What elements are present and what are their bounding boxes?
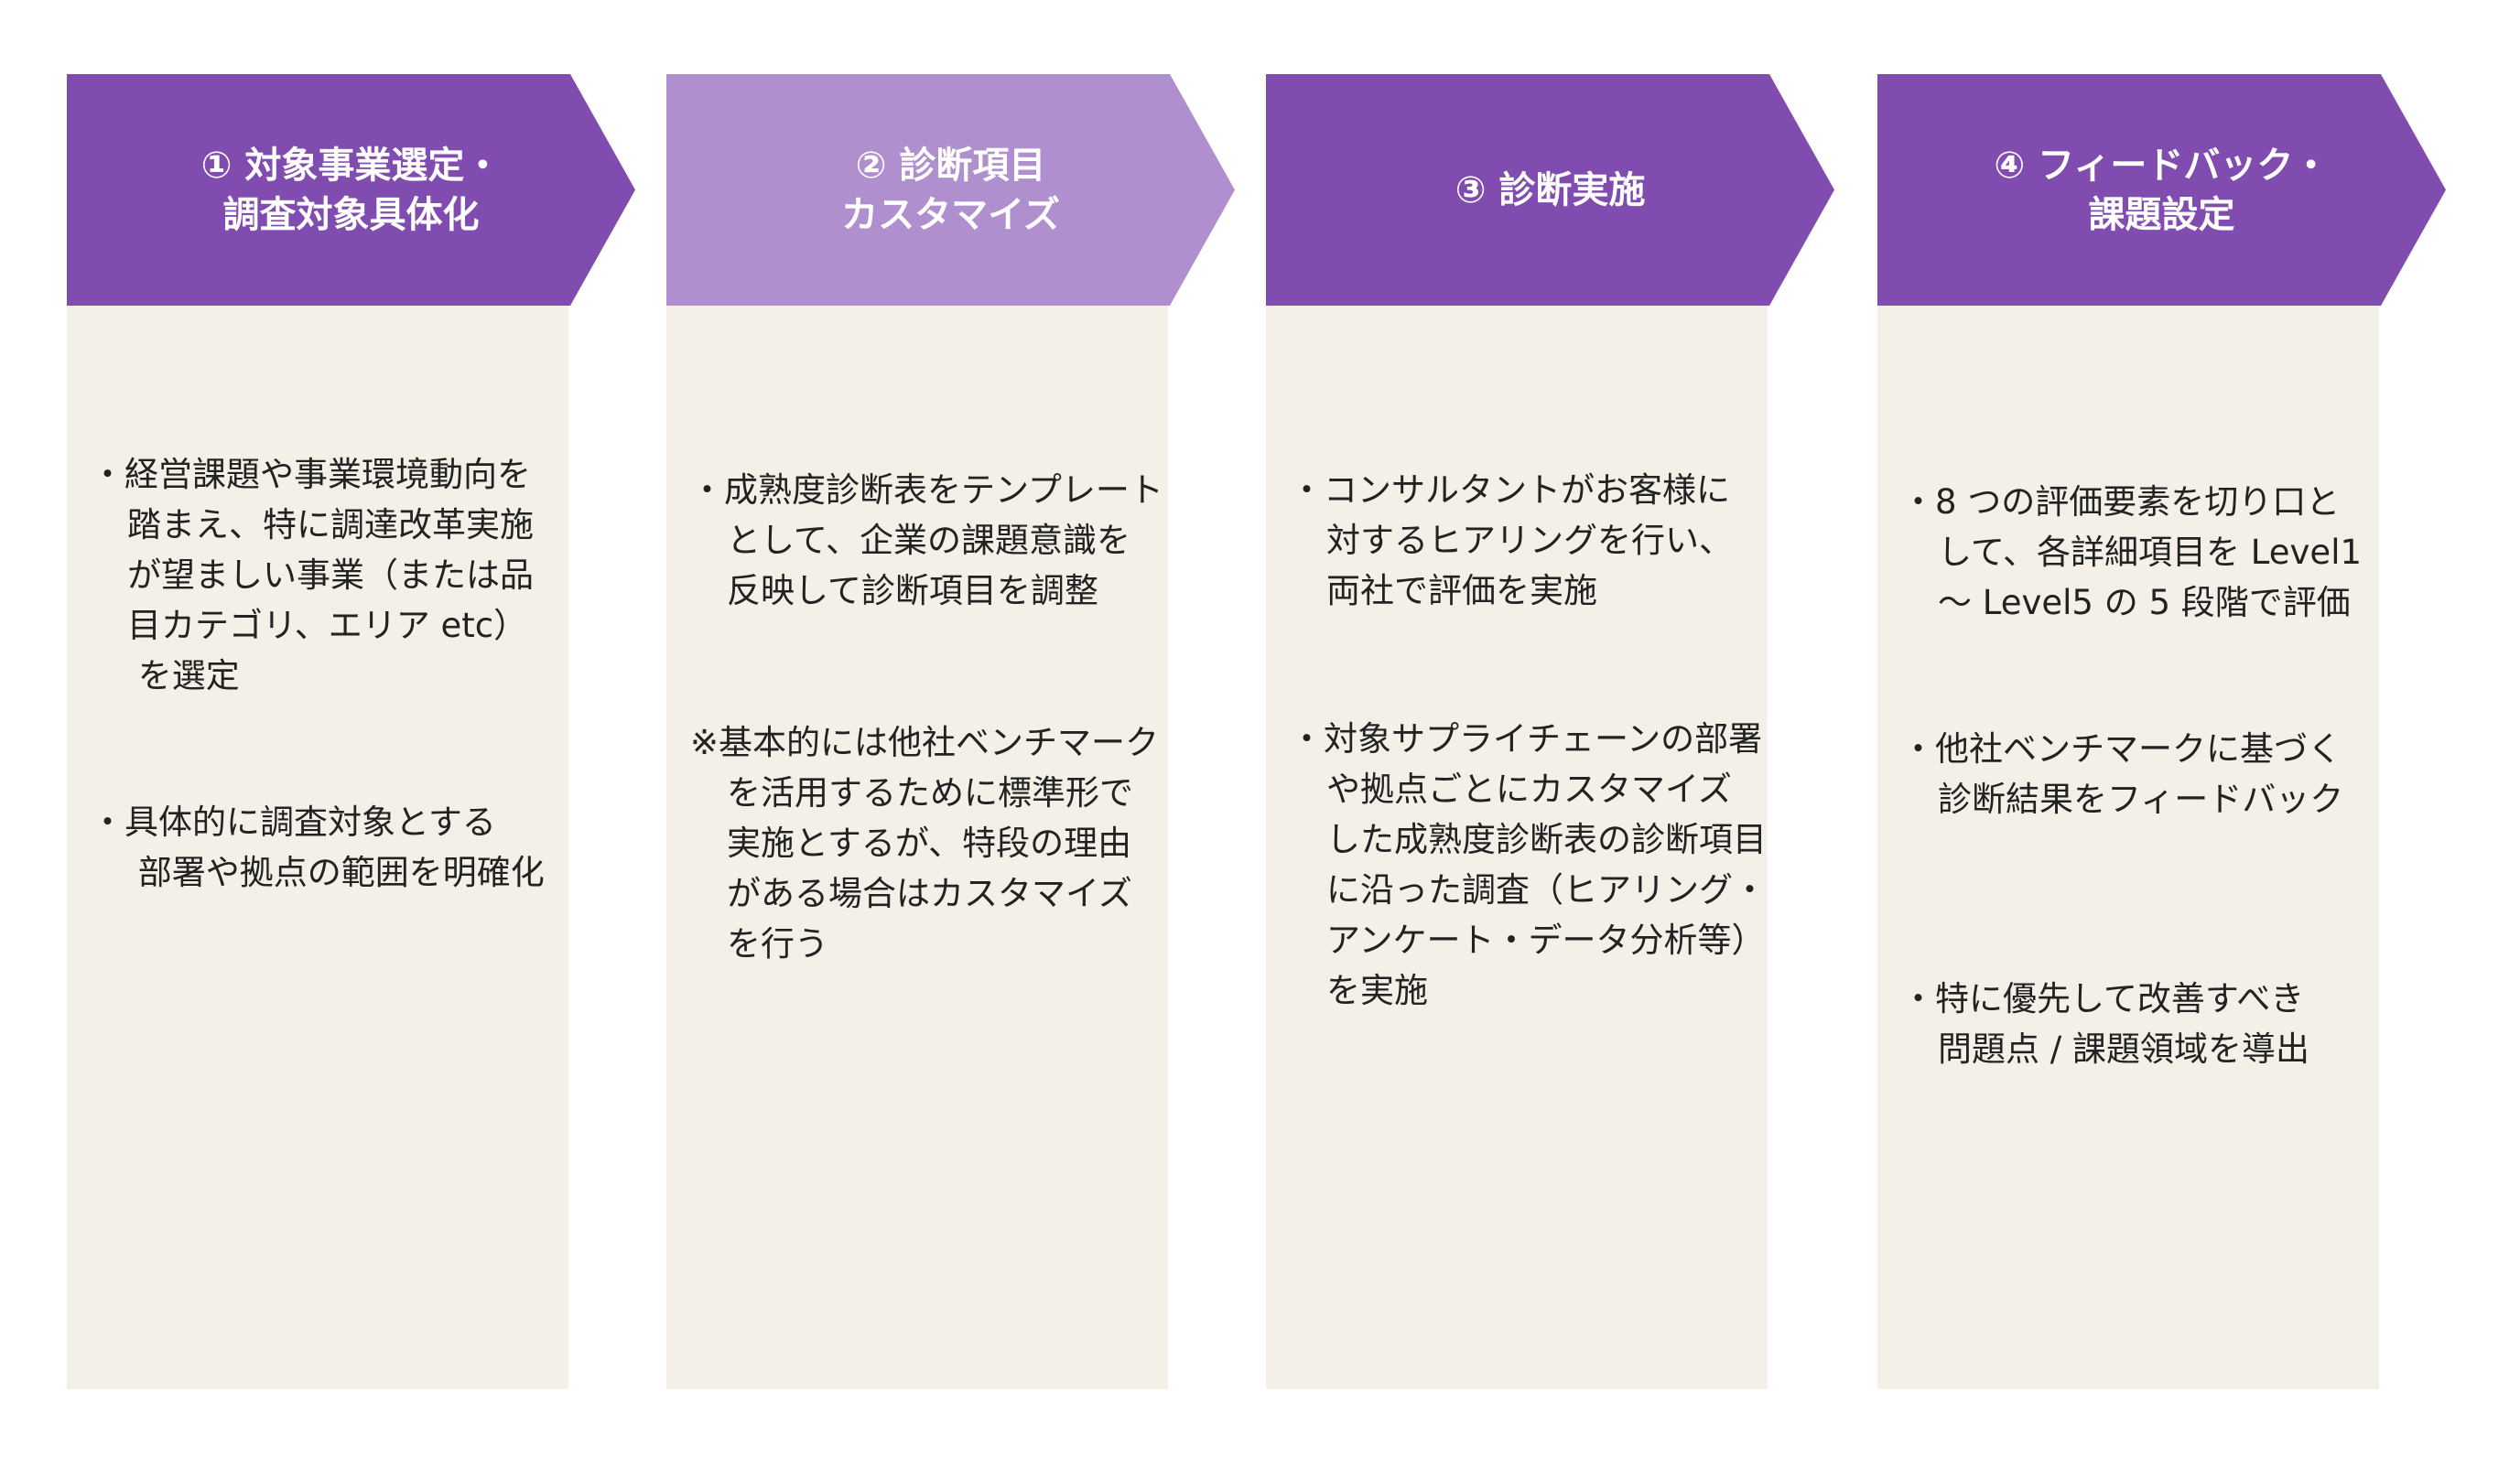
bullet-item: ・具体的に調査対象とする 部署や拠点の範囲を明確化	[91, 797, 545, 898]
bullet-text-line: ・他社ベンチマークに基づく	[1901, 729, 2342, 769]
step-title-line: ② 診断項目	[855, 144, 1046, 187]
bullet-text-line: した成熟度診断表の診断項目	[1326, 820, 1767, 859]
bullet-item: ・コンサルタントがお客様に対するヒアリングを行い、両社で評価を実施	[1290, 465, 1733, 616]
bullet-text-line: ・経営課題や事業環境動向を	[91, 455, 531, 494]
step-title: ④ フィードバック・課題設定	[1877, 74, 2446, 306]
step-header-arrow: ③ 診断実施	[1266, 74, 1834, 306]
step-title-line: ③ 診断実施	[1455, 168, 1646, 211]
bullet-item: ・他社ベンチマークに基づく診断結果をフィードバック	[1901, 724, 2343, 824]
bullet-text-line: ・8 つの評価要素を切り口と	[1901, 482, 2341, 522]
step-detail-panel: ・コンサルタントがお客様に対するヒアリングを行い、両社で評価を実施・対象サプライ…	[1266, 306, 1768, 1389]
bullet-text-line: ・成熟度診断表をテンプレート	[690, 470, 1163, 510]
bullet-text-line: 踏まえ、特に調達改革実施	[127, 505, 534, 544]
bullet-text-line: を選定	[127, 656, 240, 695]
bullet-text-line: がある場合はカスタマイズ	[727, 874, 1132, 913]
bullet-item: ※基本的には他社ベンチマークを活用するために標準形で実施とするが、特段の理由があ…	[690, 717, 1159, 969]
bullet-item: ・成熟度診断表をテンプレートとして、企業の課題意識を反映して診断項目を調整	[690, 465, 1163, 616]
bullet-item: ・対象サプライチェーンの部署や拠点ごとにカスタマイズした成熟度診断表の診断項目に…	[1290, 714, 1767, 1016]
step-header-arrow: ④ フィードバック・課題設定	[1877, 74, 2446, 306]
chevron-arrow-shape	[666, 74, 1235, 306]
step-title-line: 調査対象具体化	[222, 193, 480, 236]
bullet-text-line: アンケート・データ分析等）	[1326, 921, 1766, 960]
step-header-arrow: ① 対象事業選定・調査対象具体化	[67, 74, 635, 306]
bullet-text-line: に沿った調査（ヒアリング・	[1326, 870, 1767, 910]
bullet-text-line: 反映して診断項目を調整	[727, 571, 1098, 610]
step-detail-panel: ・経営課題や事業環境動向を踏まえ、特に調達改革実施が望ましい事業（または品目カテ…	[67, 306, 568, 1389]
bullet-item: ・経営課題や事業環境動向を踏まえ、特に調達改革実施が望ましい事業（または品目カテ…	[91, 449, 534, 701]
bullet-text-line: ～ Level5 の 5 段階で評価	[1938, 583, 2351, 622]
bullet-text-line: ・コンサルタントがお客様に	[1290, 470, 1730, 510]
step-title-line: ④ フィードバック・	[1994, 144, 2330, 187]
bullet-text-line: して、各詳細項目を Level1	[1938, 533, 2363, 572]
bullet-text-line: 両社で評価を実施	[1326, 571, 1597, 610]
step-detail-panel: ・8 つの評価要素を切り口として、各詳細項目を Level1 ～ Level5 の…	[1877, 306, 2379, 1389]
bullet-item: ・8 つの評価要素を切り口として、各詳細項目を Level1 ～ Level5 の…	[1901, 477, 2362, 628]
chevron-arrow-shape	[67, 74, 635, 306]
bullet-text-line: 部署や拠点の範囲を明確化	[127, 853, 545, 892]
bullet-text-line: として、企業の課題意識を	[727, 521, 1131, 560]
bullet-text-line: 問題点 / 課題領域を導出	[1938, 1029, 2309, 1069]
step-title-line: ① 対象事業選定・	[200, 144, 502, 187]
bullet-item: ・特に優先して改善すべき問題点 / 課題領域を導出	[1901, 974, 2309, 1074]
chevron-arrow-shape	[1266, 74, 1834, 306]
bullet-text-line: を活用するために標準形で	[727, 773, 1133, 813]
bullet-text-line: ・具体的に調査対象とする	[91, 803, 496, 842]
step-title-line: 課題設定	[2088, 193, 2235, 236]
bullet-text-line: 対するヒアリングを行い、	[1326, 521, 1733, 560]
bullet-text-line: が望ましい事業（または品	[127, 555, 534, 595]
chevron-arrow-shape	[1877, 74, 2446, 306]
bullet-text-line: を行う	[727, 924, 828, 964]
bullet-text-line: を実施	[1326, 971, 1428, 1010]
step-title: ③ 診断実施	[1266, 74, 1834, 306]
step-header-arrow: ② 診断項目カスタマイズ	[666, 74, 1235, 306]
step-detail-panel: ・成熟度診断表をテンプレートとして、企業の課題意識を反映して診断項目を調整 ※基本…	[666, 306, 1168, 1389]
bullet-text-line: ・対象サプライチェーンの部署	[1290, 719, 1763, 759]
bullet-text-line: や拠点ごとにカスタマイズ	[1326, 770, 1732, 809]
bullet-text-line: 実施とするが、特段の理由	[727, 824, 1132, 863]
step-title-line: カスタマイズ	[841, 193, 1060, 236]
bullet-text-line: 目カテゴリ、エリア etc）	[127, 606, 528, 645]
bullet-text-line: 診断結果をフィードバック	[1938, 780, 2344, 819]
bullet-text-line: ※基本的には他社ベンチマーク	[690, 723, 1160, 762]
bullet-text-line: ・特に優先して改善すべき	[1901, 979, 2305, 1018]
step-title: ① 対象事業選定・調査対象具体化	[67, 74, 635, 306]
step-title: ② 診断項目カスタマイズ	[666, 74, 1235, 306]
